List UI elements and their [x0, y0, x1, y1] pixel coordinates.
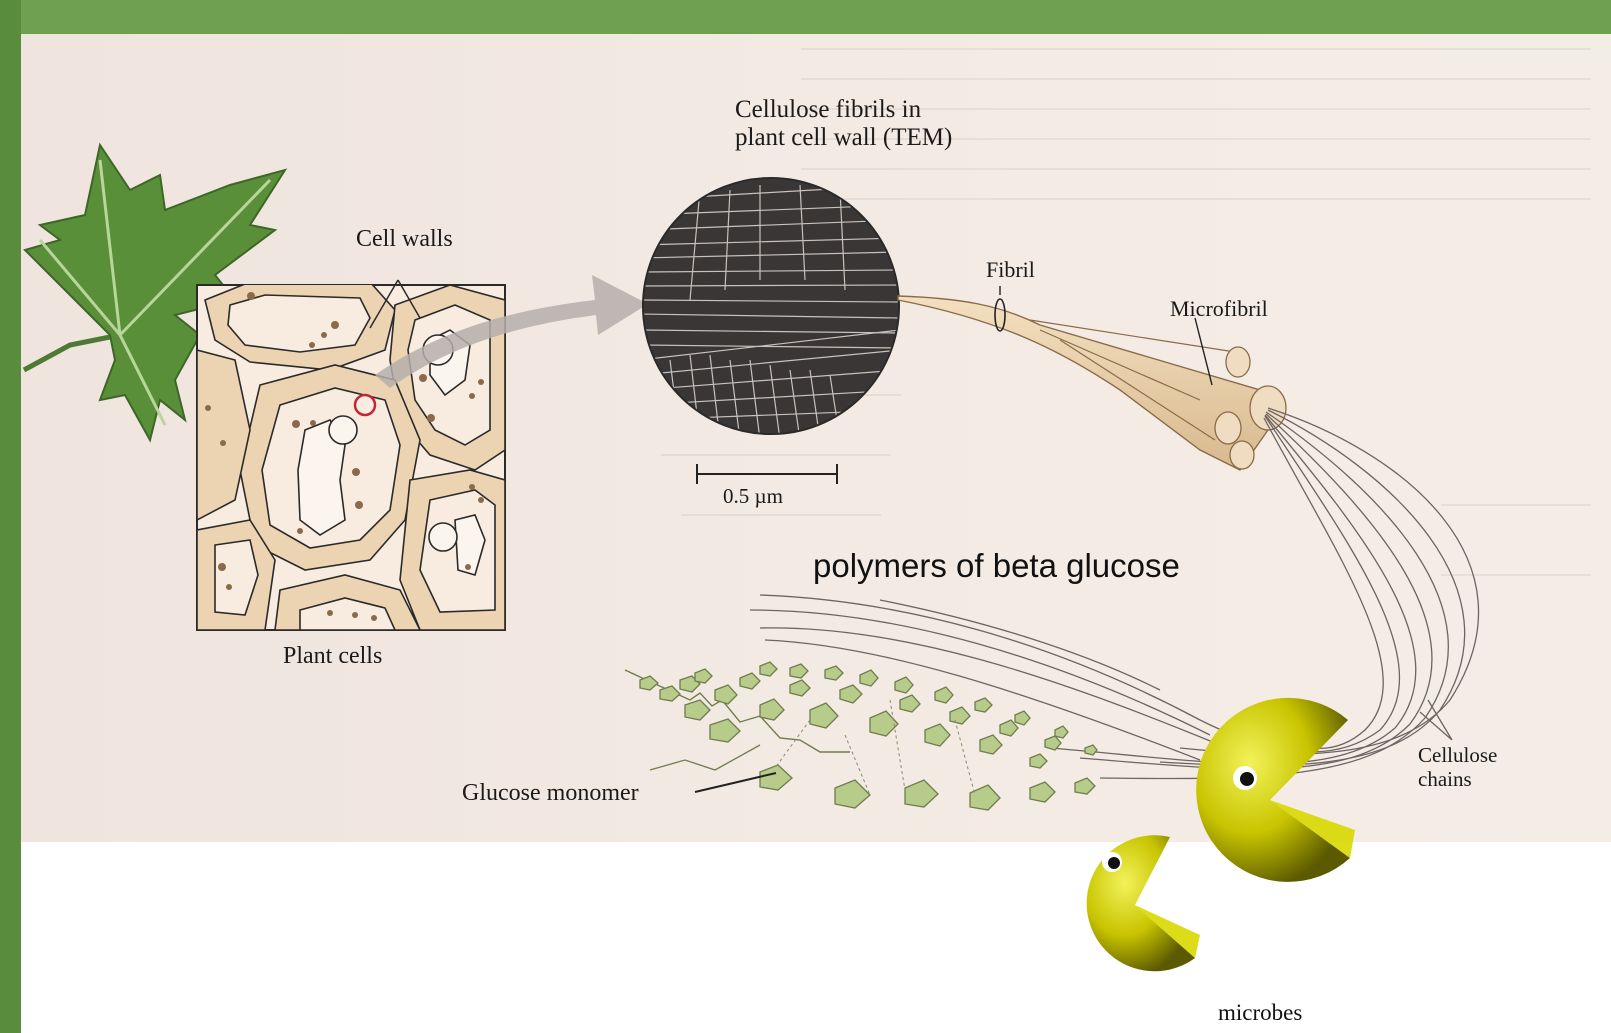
- microfibril-label: Microfibril: [1170, 297, 1268, 322]
- tem-title-line2: plant cell wall (TEM): [735, 124, 952, 152]
- polymers-caption: polymers of beta glucose: [813, 548, 1180, 585]
- microbe-pacman-icon: [1087, 835, 1200, 971]
- microbes-label: microbes: [1218, 1000, 1302, 1026]
- tem-title-line1: Cellulose fibrils in: [735, 96, 952, 124]
- cellulose-chains-label: Cellulose chains: [1418, 744, 1497, 791]
- cellulose-chains-line2: chains: [1418, 768, 1497, 792]
- fibril-label: Fibril: [986, 258, 1035, 283]
- plant-cells-label: Plant cells: [283, 643, 382, 670]
- scale-bar-label: 0.5 µm: [723, 485, 783, 509]
- tem-micrograph: [640, 178, 900, 440]
- microbe-pacman-icon: [1196, 698, 1355, 882]
- cellulose-chains: [750, 408, 1479, 779]
- cellulose-chains-line1: Cellulose: [1418, 744, 1497, 768]
- tem-title: Cellulose fibrils in plant cell wall (TE…: [735, 96, 952, 152]
- scale-bar: [697, 464, 837, 484]
- cell-walls-label: Cell walls: [356, 226, 453, 253]
- glucose-monomer-label: Glucose monomer: [462, 780, 639, 807]
- glucose-chain-strands: [625, 662, 1097, 810]
